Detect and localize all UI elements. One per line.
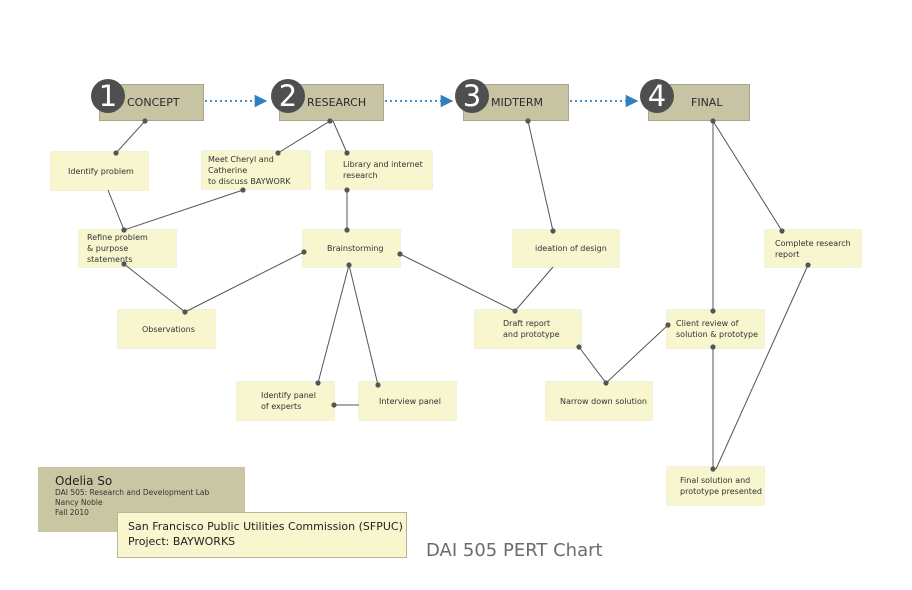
- task-narrow-down: Narrow down solution: [546, 382, 652, 420]
- phase-label: CONCEPT: [127, 96, 180, 109]
- phase-label: MIDTERM: [491, 96, 544, 109]
- edge-brainstorming-draft: [399, 253, 516, 312]
- task-identify-panel: Identify panel of experts: [237, 382, 334, 420]
- edge-final-complete: [712, 120, 783, 232]
- task-brainstorming: Brainstorming: [303, 230, 400, 267]
- edge-brainstorming-identify-panel: [317, 264, 350, 384]
- task-library-research: Library and internet research: [326, 151, 432, 189]
- task-refine-problem: Refine problem & purpose statements: [79, 230, 176, 267]
- edge-ideation-draft: [514, 266, 554, 312]
- term: Fall 2010: [55, 508, 89, 517]
- project-name: Project: BAYWORKS: [128, 535, 236, 548]
- course-name: DAI 505: Research and Development Lab: [55, 488, 210, 497]
- edge-complete-final-solution: [715, 264, 809, 470]
- instructor-name: Nancy Noble: [55, 498, 103, 507]
- client-org: San Francisco Public Utilities Commissio…: [128, 520, 403, 533]
- chart-title: DAI 505 PERT Chart: [426, 540, 603, 561]
- task-interview-panel: Interview panel: [359, 382, 456, 420]
- task-complete-research: Complete research report: [765, 230, 861, 267]
- edge-midterm-ideation: [527, 120, 554, 232]
- phase-number-badge: 2: [271, 79, 305, 113]
- edge-research-library: [332, 120, 348, 154]
- phase-number-badge: 1: [91, 79, 125, 113]
- task-observations: Observations: [118, 310, 215, 348]
- edge-research-meet: [277, 120, 331, 154]
- task-identify-problem: Identify problem: [51, 152, 148, 190]
- phase-number-badge: 3: [455, 79, 489, 113]
- phase-label: RESEARCH: [307, 96, 367, 109]
- task-final-solution: Final solution and prototype presented: [667, 467, 764, 505]
- edge-meet-refine: [123, 189, 244, 231]
- phase-number-badge: 4: [640, 79, 674, 113]
- task-ideation: ideation of design: [513, 230, 619, 267]
- task-meet-cheryl: Meet Cheryl and Catherine to discuss BAY…: [202, 151, 310, 189]
- client-info: San Francisco Public Utilities Commissio…: [117, 512, 407, 558]
- edge-narrow-client: [605, 324, 669, 384]
- task-draft-report: Draft report and prototype: [475, 310, 581, 348]
- author-name: Odelia So: [55, 474, 113, 488]
- edge-brainstorming-interview: [348, 264, 379, 386]
- edge-draft-narrow: [578, 346, 607, 384]
- edge-refine-observations: [123, 263, 186, 313]
- phase-label: FINAL: [691, 96, 723, 109]
- task-client-review: Client review of solution & prototype: [667, 310, 764, 348]
- edge-concept-identify: [115, 120, 146, 154]
- edge-identify-refine: [107, 189, 125, 231]
- edge-observations-brainstorming: [184, 251, 305, 313]
